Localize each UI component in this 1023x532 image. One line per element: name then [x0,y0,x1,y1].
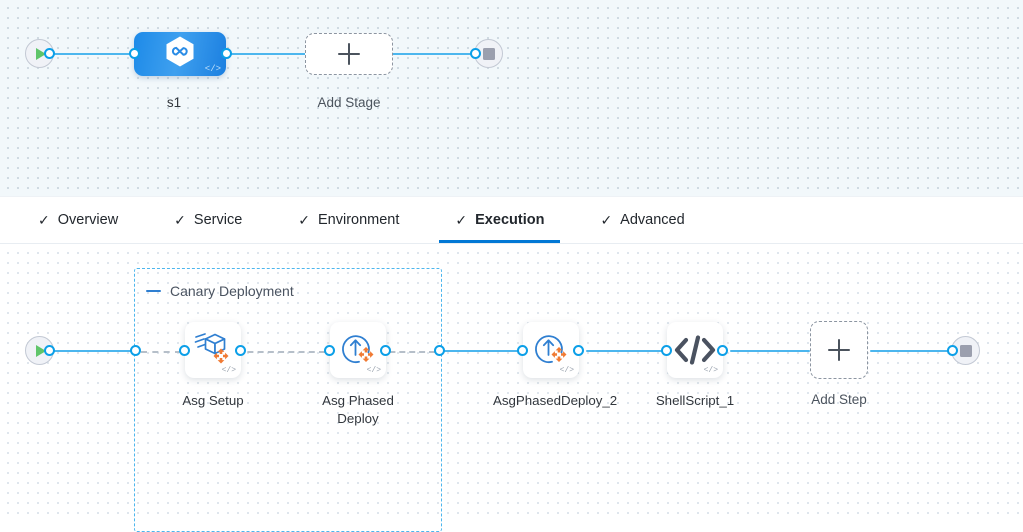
step-node-shellscript-1[interactable]: </> [667,322,723,378]
tab-service-label: Service [193,212,243,228]
four-arrow-cross [213,348,229,364]
edge-shellscript-to-addstep [730,349,810,352]
step-shellscript-1-in-port[interactable] [661,345,672,356]
step-code-icon[interactable]: </> [366,366,381,375]
stage-node-in-port[interactable] [128,48,140,59]
execution-steps-canvas[interactable]: Canary Deployment [0,245,1023,532]
check-icon: ✓ [174,212,186,228]
step-asg-phased-deploy-label: Asg Phased Deploy [322,393,394,426]
check-icon: ✓ [600,212,613,228]
stage-end-port[interactable] [470,48,481,59]
step-group-title: Canary Deployment [170,283,294,299]
play-icon [36,344,46,357]
asg-phased-deploy-icon [535,335,567,364]
tab-overview-label: Overview [57,212,119,228]
group-entry-port[interactable] [130,345,141,356]
stage-node-s1[interactable]: </> [134,32,226,76]
stage-start-port[interactable] [44,48,55,59]
stage-node-out-port[interactable] [220,48,232,59]
step-node-asg-setup[interactable]: </> [185,322,241,378]
step-asgphaseddeploy-2-label: AsgPhasedDeploy_2 [493,393,618,408]
add-step-button[interactable] [810,321,868,379]
plus-icon [338,43,360,65]
edge-asg-setup-to-phased-deploy [186,350,325,353]
edge-addstage-to-end [390,52,482,55]
four-arrow-cross [358,347,374,362]
step-shellscript-1-out-port[interactable] [717,345,728,356]
step-shellscript-1-label: ShellScript_1 [655,393,735,408]
stop-icon [482,47,495,60]
asg-phased-deploy-icon [342,335,374,364]
step-asgphaseddeploy-2-in-port[interactable] [517,345,528,356]
step-group-canary-deployment[interactable] [134,268,442,532]
step-code-icon[interactable]: </> [703,366,718,375]
tab-service[interactable]: ✓ Service [158,197,258,243]
edge-addstep-to-end [870,349,956,352]
step-node-asgphaseddeploy-2[interactable]: </> [523,322,579,378]
add-step-label: Add Step [811,392,867,407]
step-asgphaseddeploy-2-out-port[interactable] [573,345,584,356]
stage-config-tabs[interactable]: ✓ Overview ✓ Service ✓ Environment ✓ Exe… [0,197,1023,244]
tab-execution[interactable]: ✓ Execution [439,197,561,243]
minus-icon[interactable] [146,289,161,293]
edge-start-to-stage [48,52,140,55]
check-icon: ✓ [298,212,310,228]
tab-environment[interactable]: ✓ Environment [282,197,415,243]
edge-group-to-asgphaseddeploy2 [440,349,522,352]
step-asg-phased-deploy-out-port[interactable] [380,345,391,356]
add-stage-label: Add Stage [317,95,381,110]
step-code-icon[interactable]: </> [559,366,574,375]
four-arrow-cross [551,347,567,362]
step-group-header[interactable]: Canary Deployment [146,283,294,299]
play-icon [36,47,46,60]
step-asg-setup-in-port[interactable] [179,345,190,356]
edge-group-to-asg-setup [141,350,181,353]
stage-canvas[interactable]: </> s1 Add Stage [0,0,1023,197]
step-asg-setup-label: Asg Setup [182,393,244,408]
stop-icon [959,344,972,357]
edge-stage-to-addstage [218,52,310,55]
execution-start-port[interactable] [44,345,55,356]
add-stage-button[interactable] [305,33,393,75]
shell-script-icon [674,335,716,365]
group-exit-port[interactable] [434,345,445,356]
step-asg-setup-out-port[interactable] [235,345,246,356]
stage-node-label: s1 [166,95,182,110]
harness-hexagon-icon [165,36,195,73]
step-node-asg-phased-deploy[interactable]: </> [330,322,386,378]
check-icon: ✓ [455,212,468,228]
tab-advanced-label: Advanced [620,212,685,228]
tab-advanced[interactable]: ✓ Advanced [584,197,700,243]
stage-code-icon[interactable]: </> [204,64,221,74]
execution-end-port[interactable] [947,345,958,356]
tab-execution-label: Execution [475,212,545,228]
step-asg-phased-deploy-in-port[interactable] [324,345,335,356]
check-icon: ✓ [38,212,50,228]
tab-underline [439,240,561,243]
plus-icon [828,339,850,361]
asg-setup-icon [194,333,229,364]
tab-overview[interactable]: ✓ Overview [22,197,134,243]
tab-environment-label: Environment [318,212,400,228]
edge-start-to-group [48,349,136,352]
edge-asgphaseddeploy2-to-shellscript [586,349,666,352]
step-code-icon[interactable]: </> [221,366,236,375]
